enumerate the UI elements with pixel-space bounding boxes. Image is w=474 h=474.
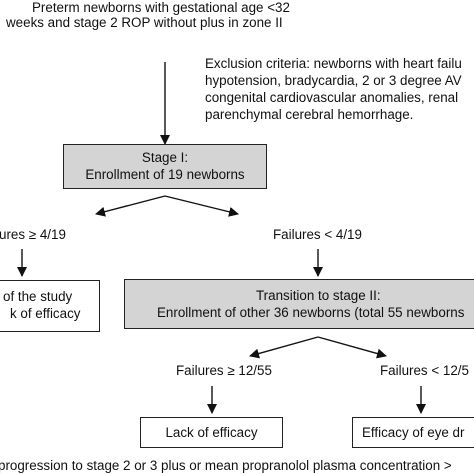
lack-of-efficacy-box: Lack of efficacy bbox=[140, 417, 283, 448]
failures2-left-label: Failures ≥ 12/55 bbox=[176, 363, 272, 378]
stage1-box: Stage I: Enrollment of 19 newborns bbox=[63, 144, 267, 189]
stage1-subtitle: Enrollment of 19 newborns bbox=[85, 167, 245, 182]
inclusion-line-2: weeks and stage 2 ROP without plus in zo… bbox=[6, 15, 283, 30]
stop-study-line-1: of the study bbox=[3, 289, 73, 304]
efficacy-label: Efficacy of eye dr bbox=[362, 425, 465, 440]
exclusion-line-4: parenchymal cerebral hemorrhage. bbox=[205, 107, 414, 122]
arrow-stage1-left bbox=[95, 195, 166, 217]
failures-left-label: ures ≥ 4/19 bbox=[0, 227, 66, 242]
arrow-stage1-right bbox=[164, 195, 239, 217]
stop-study-box: of the study k of efficacy bbox=[0, 280, 100, 332]
efficacy-box: Efficacy of eye dr bbox=[352, 417, 474, 448]
arrow-stage2-right bbox=[317, 336, 387, 359]
failures2-right-label: Failures < 12/5 bbox=[380, 363, 469, 378]
footnote: progression to stage 2 or 3 plus or mean… bbox=[0, 458, 452, 473]
stage2-box: Transition to stage II: Enrollment of ot… bbox=[124, 279, 474, 329]
stage2-title: Transition to stage II: bbox=[256, 288, 381, 303]
arrow-stage2-left bbox=[249, 336, 319, 359]
exclusion-line-3: congenital cardiovascular anomalies, ren… bbox=[205, 90, 459, 105]
stage2-subtitle: Enrollment of other 36 newborns (total 5… bbox=[157, 305, 465, 320]
failures-right-label: Failures < 4/19 bbox=[273, 227, 362, 242]
stage1-title: Stage I: bbox=[141, 150, 189, 165]
inclusion-line-1: Preterm newborns with gestational age <3… bbox=[32, 0, 290, 15]
lack-of-efficacy-label: Lack of efficacy bbox=[165, 425, 258, 440]
exclusion-line-1: Exclusion criteria: newborns with heart … bbox=[205, 56, 462, 71]
exclusion-line-2: hypotension, bradycardia, 2 or 3 degree … bbox=[205, 73, 462, 88]
stop-study-line-2: k of efficacy bbox=[10, 306, 81, 321]
